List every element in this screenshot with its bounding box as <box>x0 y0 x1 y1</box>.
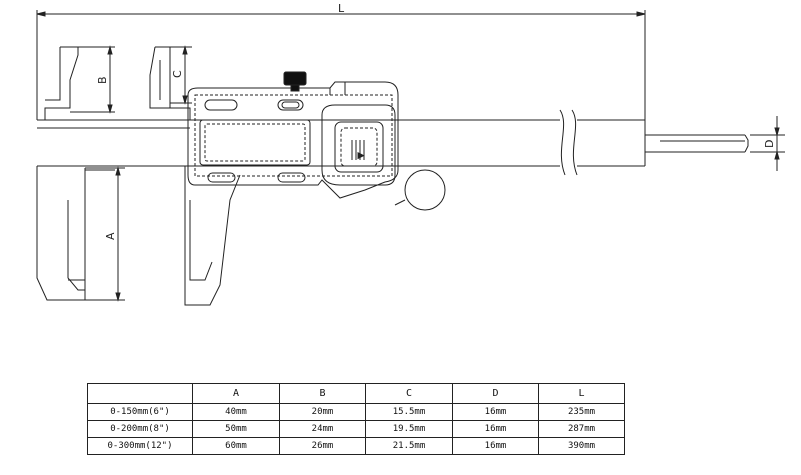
cell-d: 16mm <box>452 437 539 455</box>
cell-d: 16mm <box>452 420 539 438</box>
header-l: L <box>538 383 625 404</box>
table-header-row: A B C D L <box>87 383 625 404</box>
header-b: B <box>279 383 366 404</box>
caliper-drawing: L A B C D ▲ <box>36 2 785 306</box>
slider-body <box>187 81 399 199</box>
label-B: B <box>96 76 109 84</box>
cell-l: 235mm <box>538 403 625 421</box>
dimension-A <box>85 166 125 302</box>
sliding-inside-jaw <box>149 46 191 120</box>
header-size <box>87 383 193 404</box>
detail-circle <box>394 169 446 211</box>
cell-size: 0-150mm(6") <box>87 403 193 421</box>
cell-b: 26mm <box>279 437 366 455</box>
header-c: C <box>365 383 453 404</box>
label-A: A <box>104 232 117 240</box>
cell-c: 15.5mm <box>365 403 453 421</box>
cell-l: 390mm <box>538 437 625 455</box>
header-d: D <box>452 383 539 404</box>
table-row: 0-300mm(12") 60mm 26mm 21.5mm 16mm 390mm <box>87 437 625 455</box>
cell-size: 0-200mm(8") <box>87 420 193 438</box>
thumb-roller <box>321 104 396 186</box>
depth-rod <box>645 134 749 153</box>
cell-c: 21.5mm <box>365 437 453 455</box>
dimension-D <box>750 116 785 171</box>
label-D: D <box>763 140 776 148</box>
lock-screw-icon <box>283 71 307 92</box>
cell-a: 40mm <box>192 403 280 421</box>
dimension-C <box>165 45 192 105</box>
cell-d: 16mm <box>452 403 539 421</box>
cell-b: 24mm <box>279 420 366 438</box>
label-C: C <box>171 70 184 78</box>
cell-l: 287mm <box>538 420 625 438</box>
arrow-indicator-icon: ▲ <box>355 152 369 160</box>
cell-a: 50mm <box>192 420 280 438</box>
label-L: L <box>338 2 345 15</box>
cell-a: 60mm <box>192 437 280 455</box>
cell-c: 19.5mm <box>365 420 453 438</box>
dimension-L <box>36 10 646 120</box>
cell-b: 20mm <box>279 403 366 421</box>
spec-table: A B C D L 0-150mm(6") 40mm 20mm 15.5mm 1… <box>87 383 625 455</box>
cell-size: 0-300mm(12") <box>87 437 193 455</box>
sliding-outside-jaw <box>184 166 241 306</box>
function-buttons <box>204 99 306 183</box>
dimension-B <box>70 45 115 114</box>
header-a: A <box>192 383 280 404</box>
lcd-screen <box>199 119 311 166</box>
main-beam <box>37 109 646 176</box>
table-row: 0-150mm(6") 40mm 20mm 15.5mm 16mm 235mm <box>87 403 625 421</box>
fixed-outside-jaw <box>36 166 115 301</box>
table-row: 0-200mm(8") 50mm 24mm 19.5mm 16mm 287mm <box>87 420 625 438</box>
